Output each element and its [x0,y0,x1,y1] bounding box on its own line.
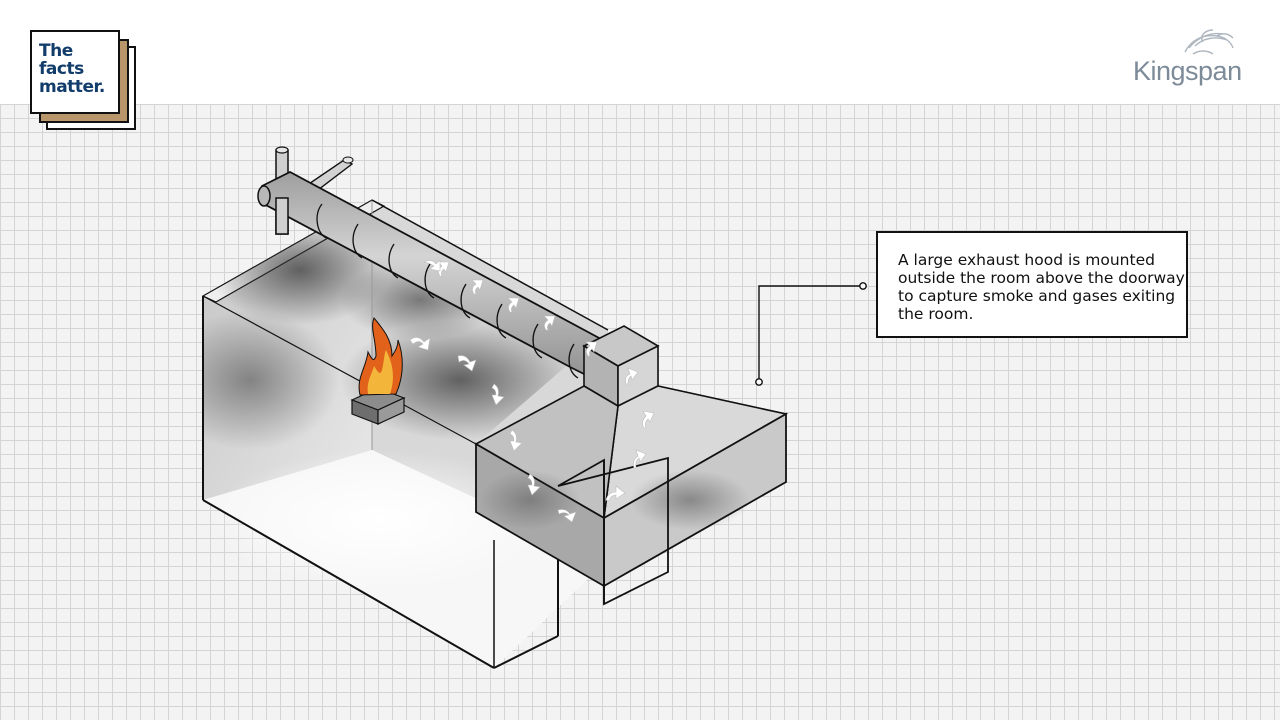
badge-line-1: The [39,41,73,61]
duct-rings [316,203,579,379]
callout-leader [755,282,867,386]
curved-arrow-icon [625,367,639,385]
floor-light [210,450,550,590]
curved-arrow-icon [527,473,541,496]
fire [350,317,406,425]
curved-arrow-icon [605,485,626,502]
fire-tray-right [377,397,405,425]
curved-arrow-icon [471,279,484,295]
curved-arrow-icon [437,261,450,277]
badge-front-sheet [30,30,120,114]
curved-arrow-icon [585,341,598,357]
curved-arrow-icon [543,315,556,331]
curved-arrow-icon [509,429,523,452]
facts-matter-badge: The facts matter. [30,30,140,134]
exhaust-duct [257,146,616,384]
curved-arrow-icon [491,383,505,406]
curved-arrow-icon [642,410,655,429]
curved-arrow-icon [633,449,647,469]
curved-arrow-icon [507,297,520,313]
curved-arrow-icon [423,259,441,272]
kingspan-logo: Kingspan [1133,26,1263,86]
curved-arrow-icon [557,509,577,523]
callout-text: A large exhaust hood is mounted outside … [898,251,1185,323]
curved-arrow-icon [409,337,431,351]
badge-line-2: facts [39,59,84,79]
brand-wordmark: Kingspan [1133,56,1242,86]
badge-line-3: matter. [39,77,105,97]
doorway [557,456,669,606]
info-callout: A large exhaust hood is mounted outside … [876,231,1188,338]
header-bar [0,0,1280,104]
lion-emblem-icon [1184,29,1234,55]
curved-arrow-icon [457,355,477,372]
badge-text: The facts matter. [39,42,123,96]
flow-arrows [409,259,655,523]
flame-inner [367,350,393,394]
